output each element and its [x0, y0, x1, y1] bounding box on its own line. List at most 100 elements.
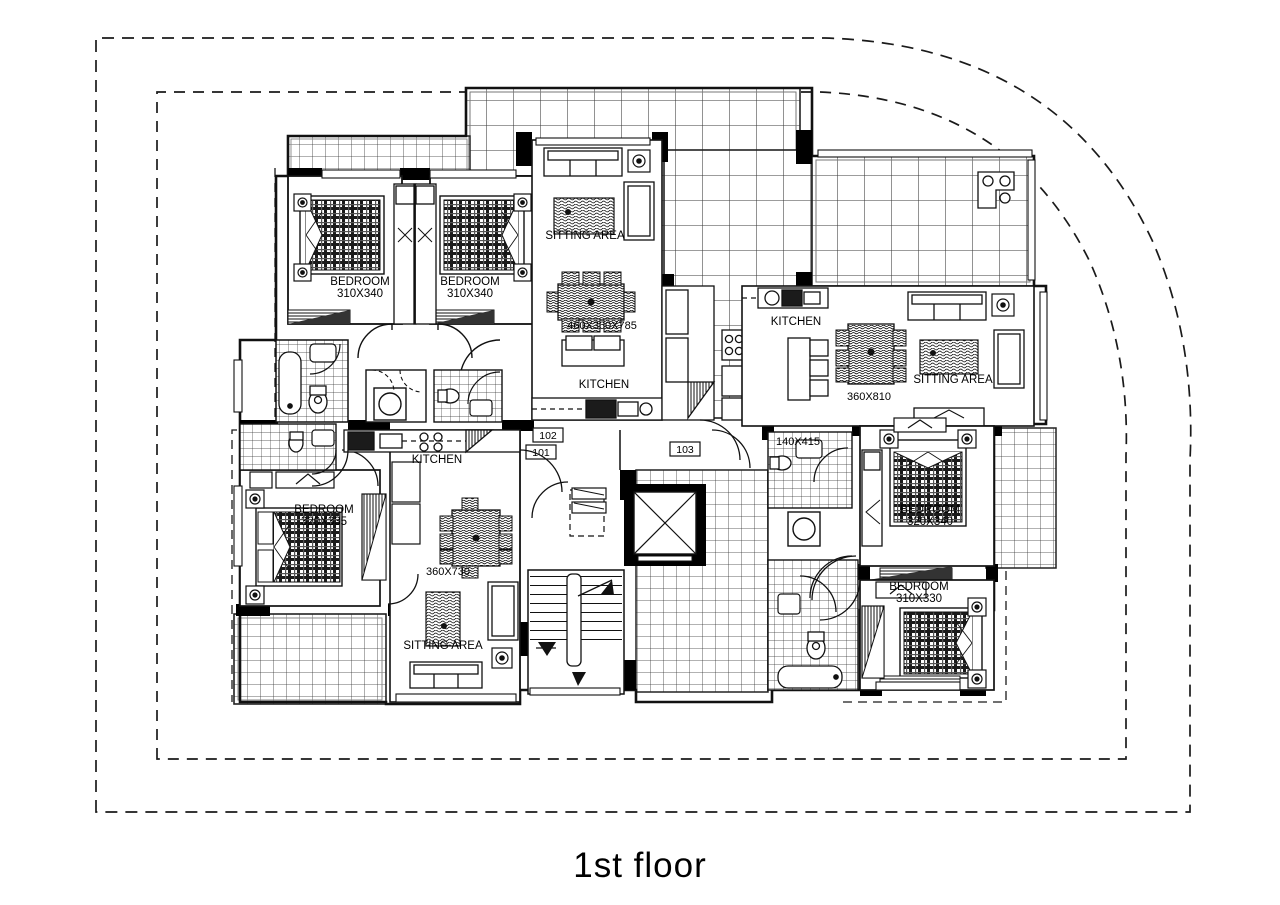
- living-west: [343, 429, 521, 703]
- sitting-area-e-label: SITTING AREA: [913, 374, 993, 386]
- lobby: [519, 429, 751, 704]
- kitchen-west-counter: [343, 429, 521, 454]
- door-tag-103: 103: [669, 441, 701, 457]
- wardrobe-nw: [393, 183, 437, 325]
- svg-text:101: 101: [532, 447, 550, 459]
- terrace-southwest: [233, 613, 387, 705]
- side-table-icon: [627, 149, 651, 173]
- bed-icon: [889, 439, 967, 527]
- sink-icon: [309, 343, 337, 363]
- door-tag-102: 102: [532, 427, 564, 443]
- dining-table-icon: [439, 497, 513, 579]
- nightstand-lamp-icon: [245, 489, 265, 605]
- bedroom-se: [859, 579, 995, 691]
- kitchen-w-label: KITCHEN: [412, 454, 462, 466]
- dimension-labels: 460X360X785 360X810 360X730 140X415: [426, 320, 891, 578]
- toilet-icon: [769, 455, 792, 471]
- armchair-icon: [487, 581, 519, 641]
- dim-dining-n-label: 460X360X785: [567, 320, 637, 332]
- cupboard-icon: [391, 461, 421, 545]
- drawing-title: 1st floor: [573, 846, 707, 885]
- kitchen-north-counter: [531, 397, 663, 421]
- living-north: [531, 139, 663, 421]
- tv-console-icon: [249, 471, 335, 489]
- kitchen-island-icon: [787, 337, 829, 401]
- sink-icon: [311, 429, 335, 447]
- kitchen-e-label: KITCHEN: [771, 316, 821, 328]
- bedroom-nw-2: [429, 175, 537, 325]
- door-tag-101: 101: [525, 444, 557, 460]
- bedroom-nw-2-dim: 310X340: [447, 288, 493, 300]
- kitchen-east-counter: [742, 287, 829, 309]
- bathroom-nw-1: [275, 339, 349, 423]
- sitting-area-n-label: SITTING AREA: [545, 230, 625, 242]
- windows: [233, 137, 1048, 703]
- sofa-icon: [543, 147, 623, 177]
- bedroom-nw-1-dim: 310X340: [337, 288, 383, 300]
- rug-icon: [553, 197, 615, 235]
- bedroom-e-dim: 320X340: [907, 516, 953, 528]
- bed-icon: [439, 195, 525, 275]
- toilet-icon: [437, 388, 460, 404]
- terrace-southeast: [985, 427, 1057, 569]
- bathtub-icon: [777, 665, 843, 689]
- sofa-icon: [907, 291, 987, 321]
- side-table-icon: [491, 647, 513, 669]
- side-table-icon: [991, 293, 1015, 317]
- nightstand-lamp-icon: [967, 597, 987, 689]
- bed-icon: [255, 507, 343, 587]
- door-swing: [357, 323, 501, 381]
- bedroom-e-name: BEDROOM: [900, 504, 959, 516]
- dim-dining-w-label: 360X730: [426, 566, 470, 578]
- armchair-icon: [623, 181, 655, 241]
- dining-table-icon: [835, 323, 907, 385]
- dim-dining-e-label: 360X810: [847, 391, 891, 403]
- rug-icon: [425, 591, 461, 647]
- bedroom-nw-2-name: BEDROOM: [440, 276, 499, 288]
- sink-icon: [777, 593, 801, 615]
- bedroom-w-name: BEDROOM: [294, 504, 353, 516]
- nightstand-lamp-icon: [293, 193, 312, 282]
- svg-text:102: 102: [539, 430, 557, 442]
- bedroom-nw-1-name: BEDROOM: [330, 276, 389, 288]
- toilet-icon: [288, 431, 304, 453]
- dim-corridor-label: 140X415: [776, 436, 820, 448]
- sink-icon: [795, 439, 823, 459]
- bathtub-icon: [278, 351, 302, 415]
- bathroom-w: [239, 423, 337, 475]
- bedroom-se-dim: 310X330: [896, 593, 942, 605]
- tv-console-icon: [893, 417, 947, 433]
- bed-icon: [899, 607, 983, 679]
- washing-machine-icon: [787, 511, 821, 547]
- door-tags: 102 101 103: [525, 427, 701, 460]
- laundry-nw: [365, 369, 427, 423]
- bedroom-w-dim: 320X335: [301, 516, 347, 528]
- bathroom-se-cluster: [767, 431, 853, 547]
- nightstand-lamp-icon: [513, 193, 532, 282]
- sofa-icon: [409, 661, 483, 689]
- site-boundary-inner: [156, 91, 1128, 760]
- nightstand-lamp-icon: [879, 429, 977, 449]
- bench-icon: [561, 335, 625, 367]
- bedroom-nw-1: [287, 175, 403, 325]
- sitting-area-sw-label: SITTING AREA: [403, 640, 483, 652]
- washing-machine-icon: [373, 387, 407, 421]
- terrace-sink: [977, 171, 1015, 209]
- sink-icon: [469, 399, 493, 417]
- area-labels: SITTING AREA SITTING AREA SITTING AREA K…: [403, 230, 993, 652]
- bedroom-se-name: BEDROOM: [889, 581, 948, 593]
- dining-table-icon: [546, 271, 636, 333]
- bedroom-e: [859, 417, 995, 583]
- svg-text:103: 103: [676, 444, 694, 456]
- site-boundary-outer: [95, 37, 1192, 813]
- armchair-icon: [993, 329, 1025, 389]
- rug-icon: [919, 339, 979, 375]
- wardrobe-icon: [861, 449, 883, 547]
- toilet-icon: [806, 631, 826, 660]
- room-labels: BEDROOM 310X340 BEDROOM 310X340 BEDROOM …: [294, 276, 959, 605]
- bedroom-w: [239, 449, 387, 607]
- bed-icon: [299, 195, 385, 275]
- kitchen-n-label: KITCHEN: [579, 379, 629, 391]
